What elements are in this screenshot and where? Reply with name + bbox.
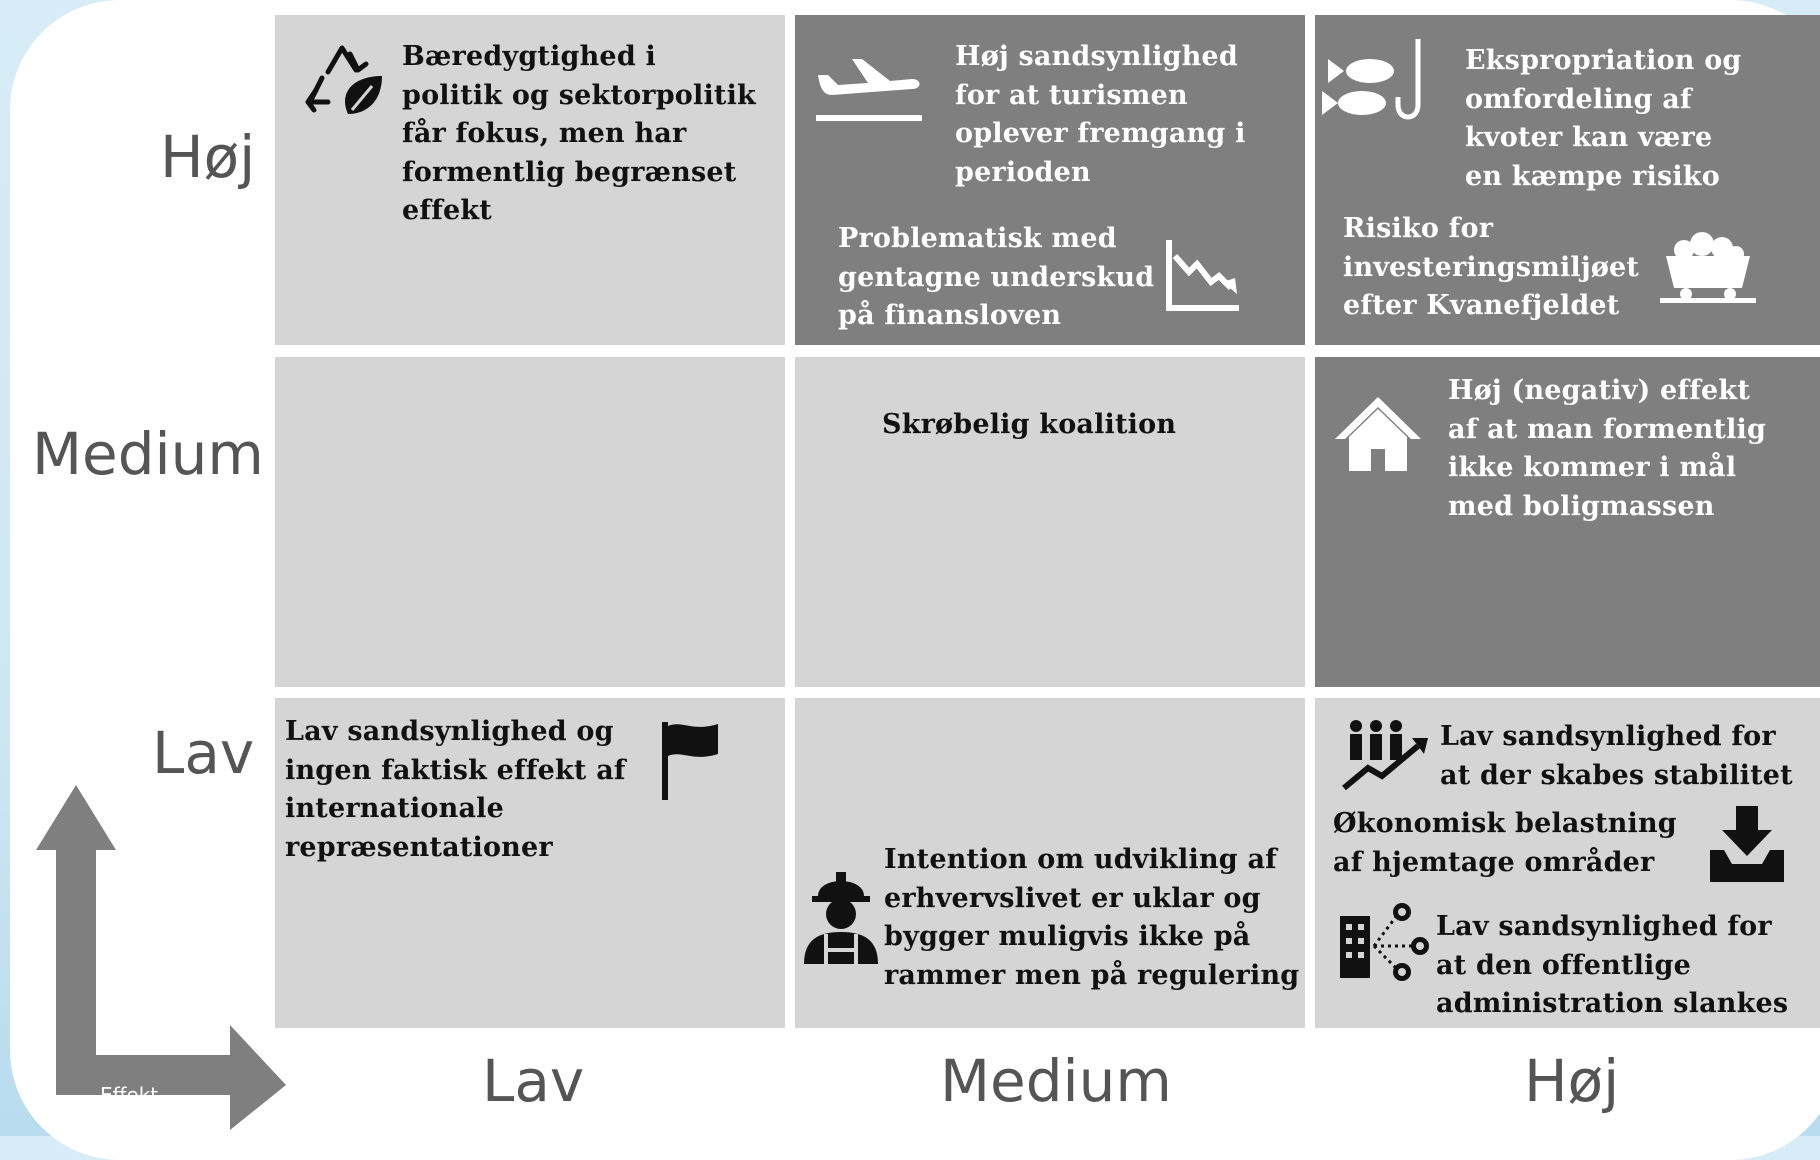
text-administration: Lav sandsynlighed for at den offentlige …	[1436, 911, 1789, 1019]
text-deficits: Problematisk med gentagne underskud på f…	[838, 223, 1155, 331]
y-axis-low-label: Lav	[152, 719, 255, 787]
cell-high-high	[1315, 15, 1820, 345]
text-international: Lav sandsynlighed og ingen faktisk effek…	[285, 716, 626, 863]
download-tray-icon	[1710, 806, 1784, 882]
worker-icon	[804, 872, 878, 964]
cell-medium-high	[1315, 357, 1820, 687]
x-axis-medium-label: Medium	[940, 1047, 1172, 1115]
axis-arrows	[36, 785, 286, 1130]
cell-high-medium	[795, 15, 1305, 345]
house-icon	[1335, 397, 1421, 471]
y-axis-name: Sandsynlighed	[16, 828, 40, 975]
y-axis-medium-label: Medium	[32, 420, 264, 488]
x-axis-low-label: Lav	[482, 1047, 585, 1115]
recycle-leaf-icon	[305, 45, 382, 114]
x-axis-high-label: Høj	[1524, 1047, 1620, 1115]
text-housing: Høj (negativ) effekt af at man formentli…	[1448, 375, 1767, 522]
text-business: Intention om udvikling af erhvervslivet …	[884, 844, 1300, 991]
x-axis-arrow	[56, 1025, 286, 1130]
airplane-takeoff-icon	[816, 59, 922, 121]
y-axis-arrow	[36, 785, 116, 1095]
text-expropriation: Ekspropriation og omfordeling af kvoter …	[1465, 45, 1742, 192]
text-fragile-coalition: Skrøbelig koalition	[882, 409, 1177, 440]
text-tourism: Høj sandsynlighed for at turismen opleve…	[955, 41, 1246, 188]
flag-icon	[662, 722, 718, 800]
people-growth-icon	[1342, 720, 1428, 791]
mine-cart-icon	[1660, 232, 1756, 303]
x-axis-name: Effekt	[100, 1083, 159, 1107]
cell-low-medium	[795, 698, 1305, 1028]
text-stability: Lav sandsynlighed for at der skabes stab…	[1440, 721, 1793, 791]
text-economic-burden: Økonomisk belastning af hjemtage områder	[1333, 808, 1677, 878]
cell-medium-medium	[795, 357, 1305, 687]
cell-medium-low	[275, 357, 785, 687]
text-sustainability: Bæredygtighed i politik og sektorpolitik…	[402, 41, 756, 226]
fish-hook-icon	[1322, 39, 1421, 120]
text-investment-risk: Risiko for investeringsmiljøet efter Kva…	[1343, 213, 1640, 321]
building-network-icon	[1340, 903, 1429, 981]
declining-chart-icon	[1166, 240, 1239, 311]
y-axis-high-label: Høj	[160, 123, 256, 191]
